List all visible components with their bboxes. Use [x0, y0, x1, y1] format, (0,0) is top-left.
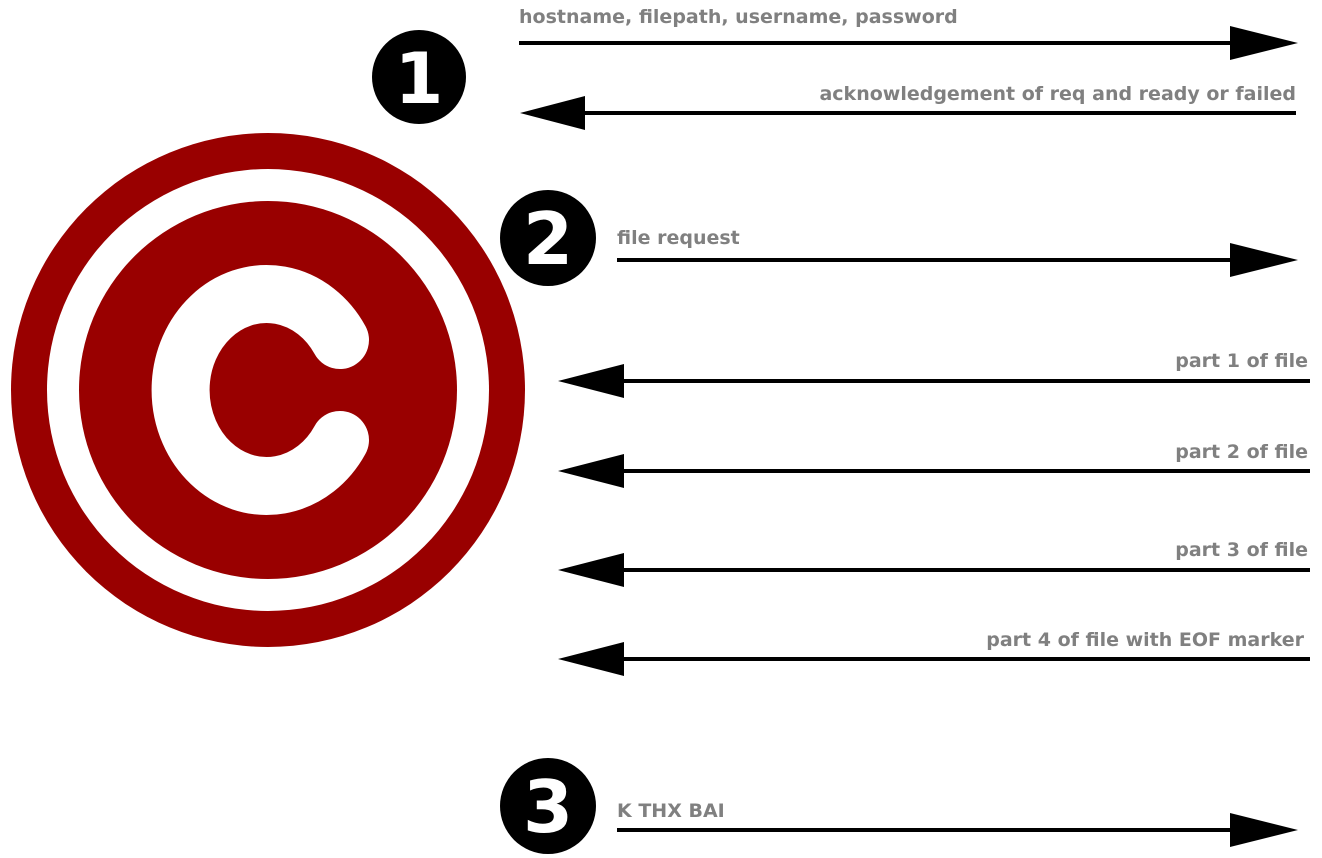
- msg-ack-label: acknowledgement of req and ready or fail…: [819, 83, 1296, 105]
- step-badge-3: [500, 758, 596, 854]
- step-number-3: 3: [522, 765, 574, 849]
- msg-hostname-label: hostname, filepath, username, password: [519, 6, 958, 28]
- msg-part2-label: part 2 of file: [1175, 441, 1308, 463]
- step-number-2: 2: [522, 197, 574, 281]
- logo-inner-disc: [79, 201, 457, 579]
- step-badge-2: [500, 190, 596, 286]
- msg-part1-label: part 1 of file: [1175, 350, 1308, 372]
- msg-part3-label: part 3 of file: [1175, 539, 1308, 561]
- msg-part4-label: part 4 of file with EOF marker: [986, 629, 1304, 651]
- step-number-1: 1: [394, 38, 444, 120]
- msg-file-request-label: file request: [617, 227, 740, 249]
- logo-c-letter: [151, 265, 369, 515]
- step-badge-1: [372, 30, 466, 124]
- msg-kthxbai-label: K THX BAI: [617, 800, 725, 822]
